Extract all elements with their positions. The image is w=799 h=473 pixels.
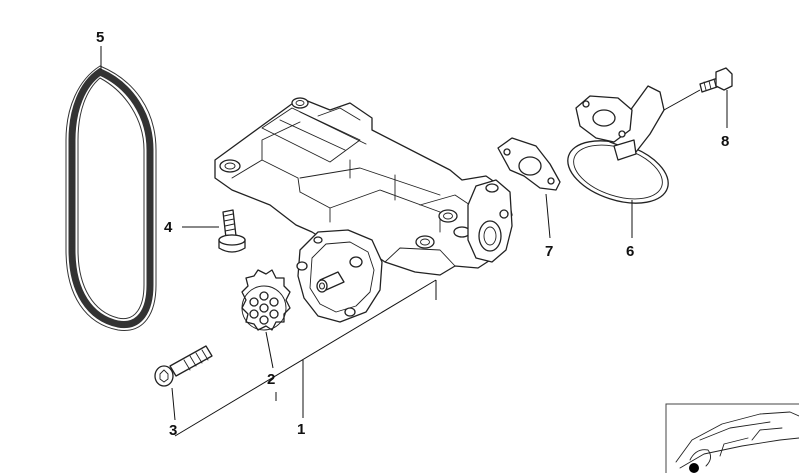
bolt-8[interactable] [699, 67, 733, 93]
callout-labels: 5 4 2 3 1 7 6 8 [96, 29, 729, 439]
oil-pump-housing[interactable] [214, 97, 513, 323]
gasket[interactable] [497, 137, 561, 191]
timing-chain[interactable] [65, 65, 157, 331]
oil-pickup[interactable] [560, 85, 676, 215]
bolt-3[interactable] [154, 345, 213, 387]
bolt-4[interactable] [218, 209, 246, 253]
vehicle-thumbnail [665, 403, 799, 473]
callout-2[interactable]: 2 [267, 371, 275, 388]
callout-6[interactable]: 6 [626, 243, 634, 260]
location-marker-icon [689, 463, 699, 473]
callout-3[interactable]: 3 [169, 422, 177, 439]
callout-5[interactable]: 5 [96, 29, 104, 46]
callout-8[interactable]: 8 [721, 133, 729, 150]
leader-lines [100, 46, 728, 437]
callout-7[interactable]: 7 [545, 243, 553, 260]
callout-4[interactable]: 4 [164, 219, 173, 236]
sprocket[interactable] [241, 269, 291, 331]
callout-1[interactable]: 1 [297, 421, 305, 438]
